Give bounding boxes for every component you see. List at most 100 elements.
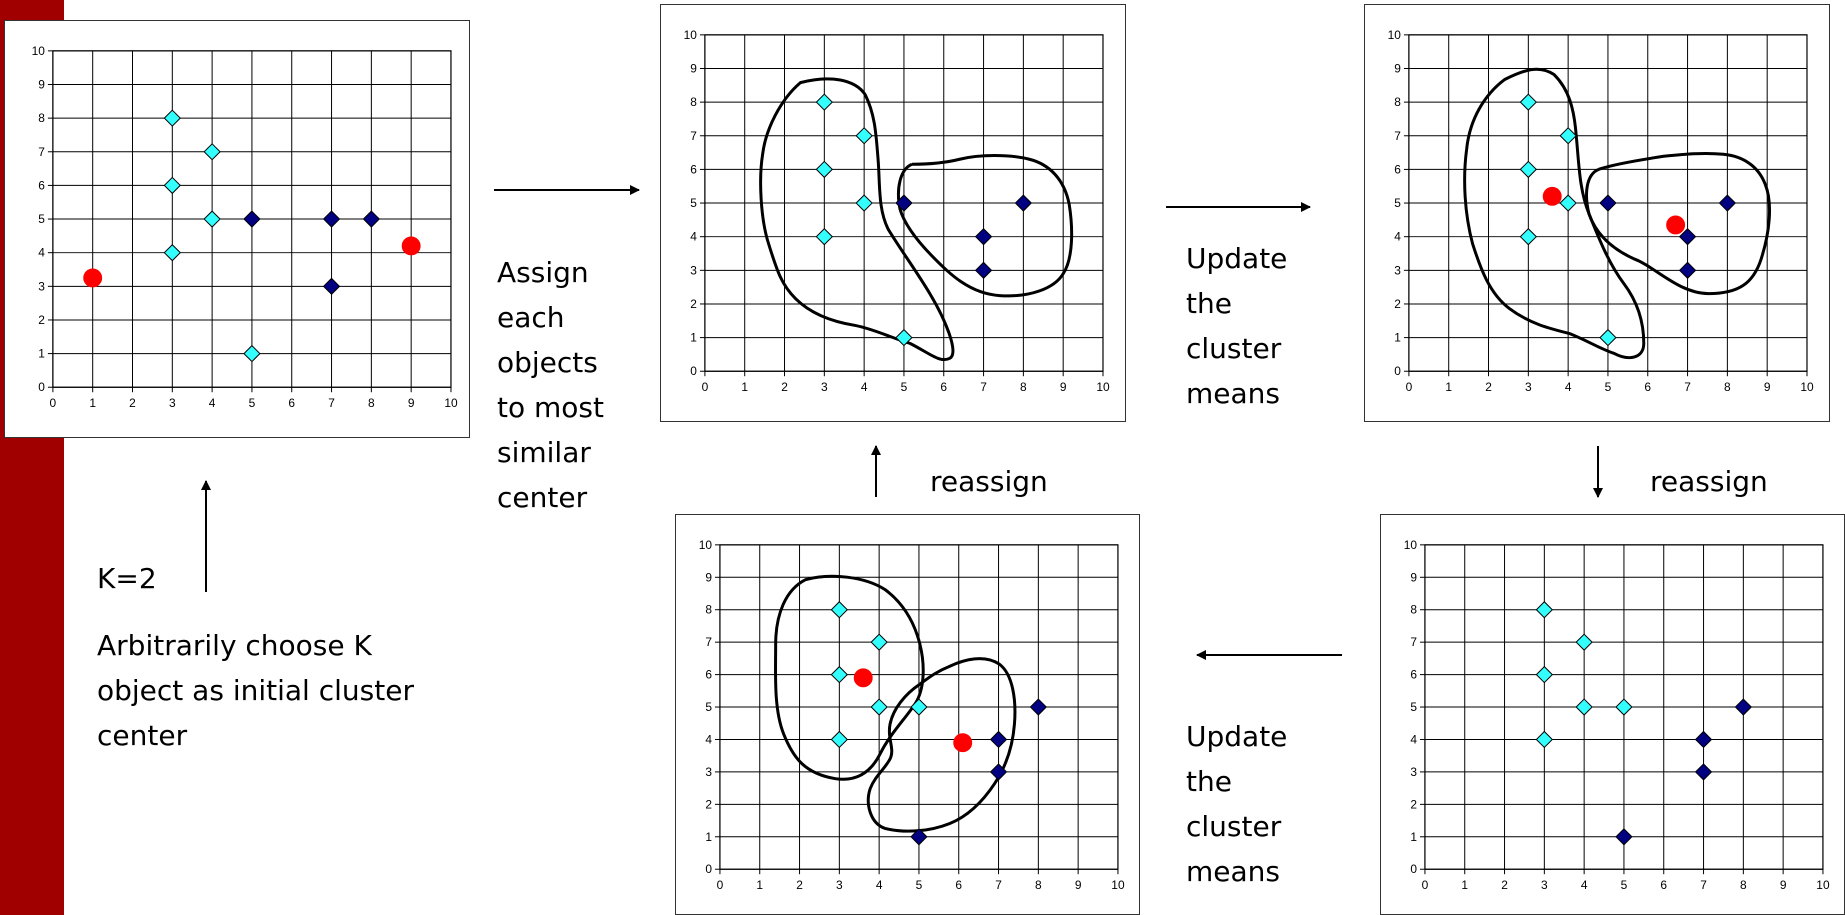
y-tick-label: 3: [38, 279, 45, 293]
x-tick-label: 0: [50, 396, 57, 410]
x-tick-label: 8: [368, 396, 375, 410]
y-tick-label: 7: [1394, 129, 1401, 143]
x-tick-label: 0: [1422, 878, 1429, 892]
x-tick-label: 9: [1060, 380, 1067, 394]
y-tick-label: 0: [705, 862, 712, 876]
cluster-boundary: [896, 154, 1074, 298]
data-point: [974, 228, 993, 246]
y-tick-label: 10: [1388, 28, 1402, 42]
y-tick-label: 6: [38, 178, 45, 192]
initial-center-label: Arbitrarily choose K object as initial c…: [97, 623, 414, 758]
x-tick-label: 8: [1724, 380, 1731, 394]
data-point: [1599, 328, 1617, 347]
x-tick-label: 6: [940, 380, 947, 394]
data-point: [855, 127, 873, 145]
data-point: [1535, 665, 1554, 684]
y-tick-label: 10: [684, 28, 698, 42]
data-point: [163, 244, 181, 262]
x-tick-label: 4: [209, 396, 216, 410]
data-point: [910, 698, 928, 716]
x-tick-label: 9: [1764, 380, 1771, 394]
data-point: [989, 763, 1008, 781]
x-tick-label: 6: [1644, 380, 1651, 394]
x-tick-label: 0: [702, 380, 709, 394]
y-tick-label: 0: [690, 364, 697, 378]
y-tick-label: 7: [1410, 635, 1417, 649]
data-point: [362, 210, 381, 228]
cluster-center: [1542, 186, 1562, 206]
x-tick-label: 10: [1816, 878, 1830, 892]
x-tick-label: 10: [1800, 380, 1814, 394]
y-tick-label: 3: [690, 263, 697, 277]
x-tick-label: 7: [980, 380, 987, 394]
x-tick-label: 2: [781, 380, 788, 394]
y-tick-label: 8: [690, 95, 697, 109]
y-tick-label: 6: [1410, 668, 1417, 682]
x-tick-label: 0: [717, 878, 724, 892]
y-tick-label: 10: [32, 44, 46, 58]
data-point: [163, 109, 181, 127]
data-point: [895, 328, 913, 347]
x-tick-label: 3: [836, 878, 843, 892]
data-point: [203, 143, 221, 161]
data-point: [1029, 698, 1048, 716]
assign-line: center: [497, 481, 588, 514]
x-tick-label: 10: [1096, 380, 1110, 394]
data-point: [1519, 93, 1537, 111]
y-tick-label: 10: [699, 538, 713, 552]
data-point: [1615, 828, 1633, 846]
x-tick-label: 6: [1660, 878, 1667, 892]
x-tick-label: 1: [756, 878, 763, 892]
initial-line: object as initial cluster: [97, 674, 414, 707]
data-point: [1678, 261, 1697, 279]
update-bottom-line: the: [1186, 765, 1232, 798]
cluster-center: [1666, 215, 1686, 235]
y-tick-label: 9: [690, 61, 697, 75]
x-tick-label: 1: [1461, 878, 1468, 892]
assign-line: to most: [497, 391, 604, 424]
x-tick-label: 9: [1780, 878, 1787, 892]
data-point: [1519, 160, 1537, 179]
reassign-left-label: reassign: [930, 465, 1048, 498]
data-point: [855, 194, 873, 212]
cluster-center: [953, 733, 973, 753]
x-tick-label: 4: [1565, 380, 1572, 394]
data-point: [870, 698, 888, 716]
x-tick-label: 2: [129, 396, 136, 410]
data-point: [830, 730, 849, 749]
y-tick-label: 3: [1394, 263, 1401, 277]
x-tick-label: 5: [901, 380, 908, 394]
data-point: [830, 601, 849, 619]
x-tick-label: 6: [955, 878, 962, 892]
update-top-label: Update the cluster means: [1186, 236, 1287, 416]
x-tick-label: 8: [1020, 380, 1027, 394]
assign-line: similar: [497, 436, 591, 469]
y-tick-label: 7: [690, 129, 697, 143]
x-tick-label: 7: [1700, 878, 1707, 892]
data-point: [1014, 194, 1033, 212]
y-tick-label: 6: [705, 668, 712, 682]
data-point: [322, 210, 341, 228]
y-tick-label: 8: [705, 603, 712, 617]
cluster-boundary: [774, 574, 925, 781]
x-tick-label: 8: [1740, 878, 1747, 892]
cluster-boundary: [1463, 67, 1646, 360]
data-point: [243, 210, 261, 228]
x-tick-label: 1: [1445, 380, 1452, 394]
cluster-center: [83, 268, 103, 288]
y-tick-label: 5: [1394, 196, 1401, 210]
initial-line: center: [97, 719, 188, 752]
x-tick-label: 7: [995, 878, 1002, 892]
y-tick-label: 1: [690, 331, 697, 345]
y-tick-label: 2: [38, 313, 45, 327]
reassign-right-label: reassign: [1650, 465, 1768, 498]
data-point: [1519, 228, 1537, 246]
cluster-center: [853, 668, 873, 688]
x-tick-label: 3: [1525, 380, 1532, 394]
x-tick-label: 9: [408, 396, 415, 410]
cluster-boundary: [759, 77, 955, 361]
